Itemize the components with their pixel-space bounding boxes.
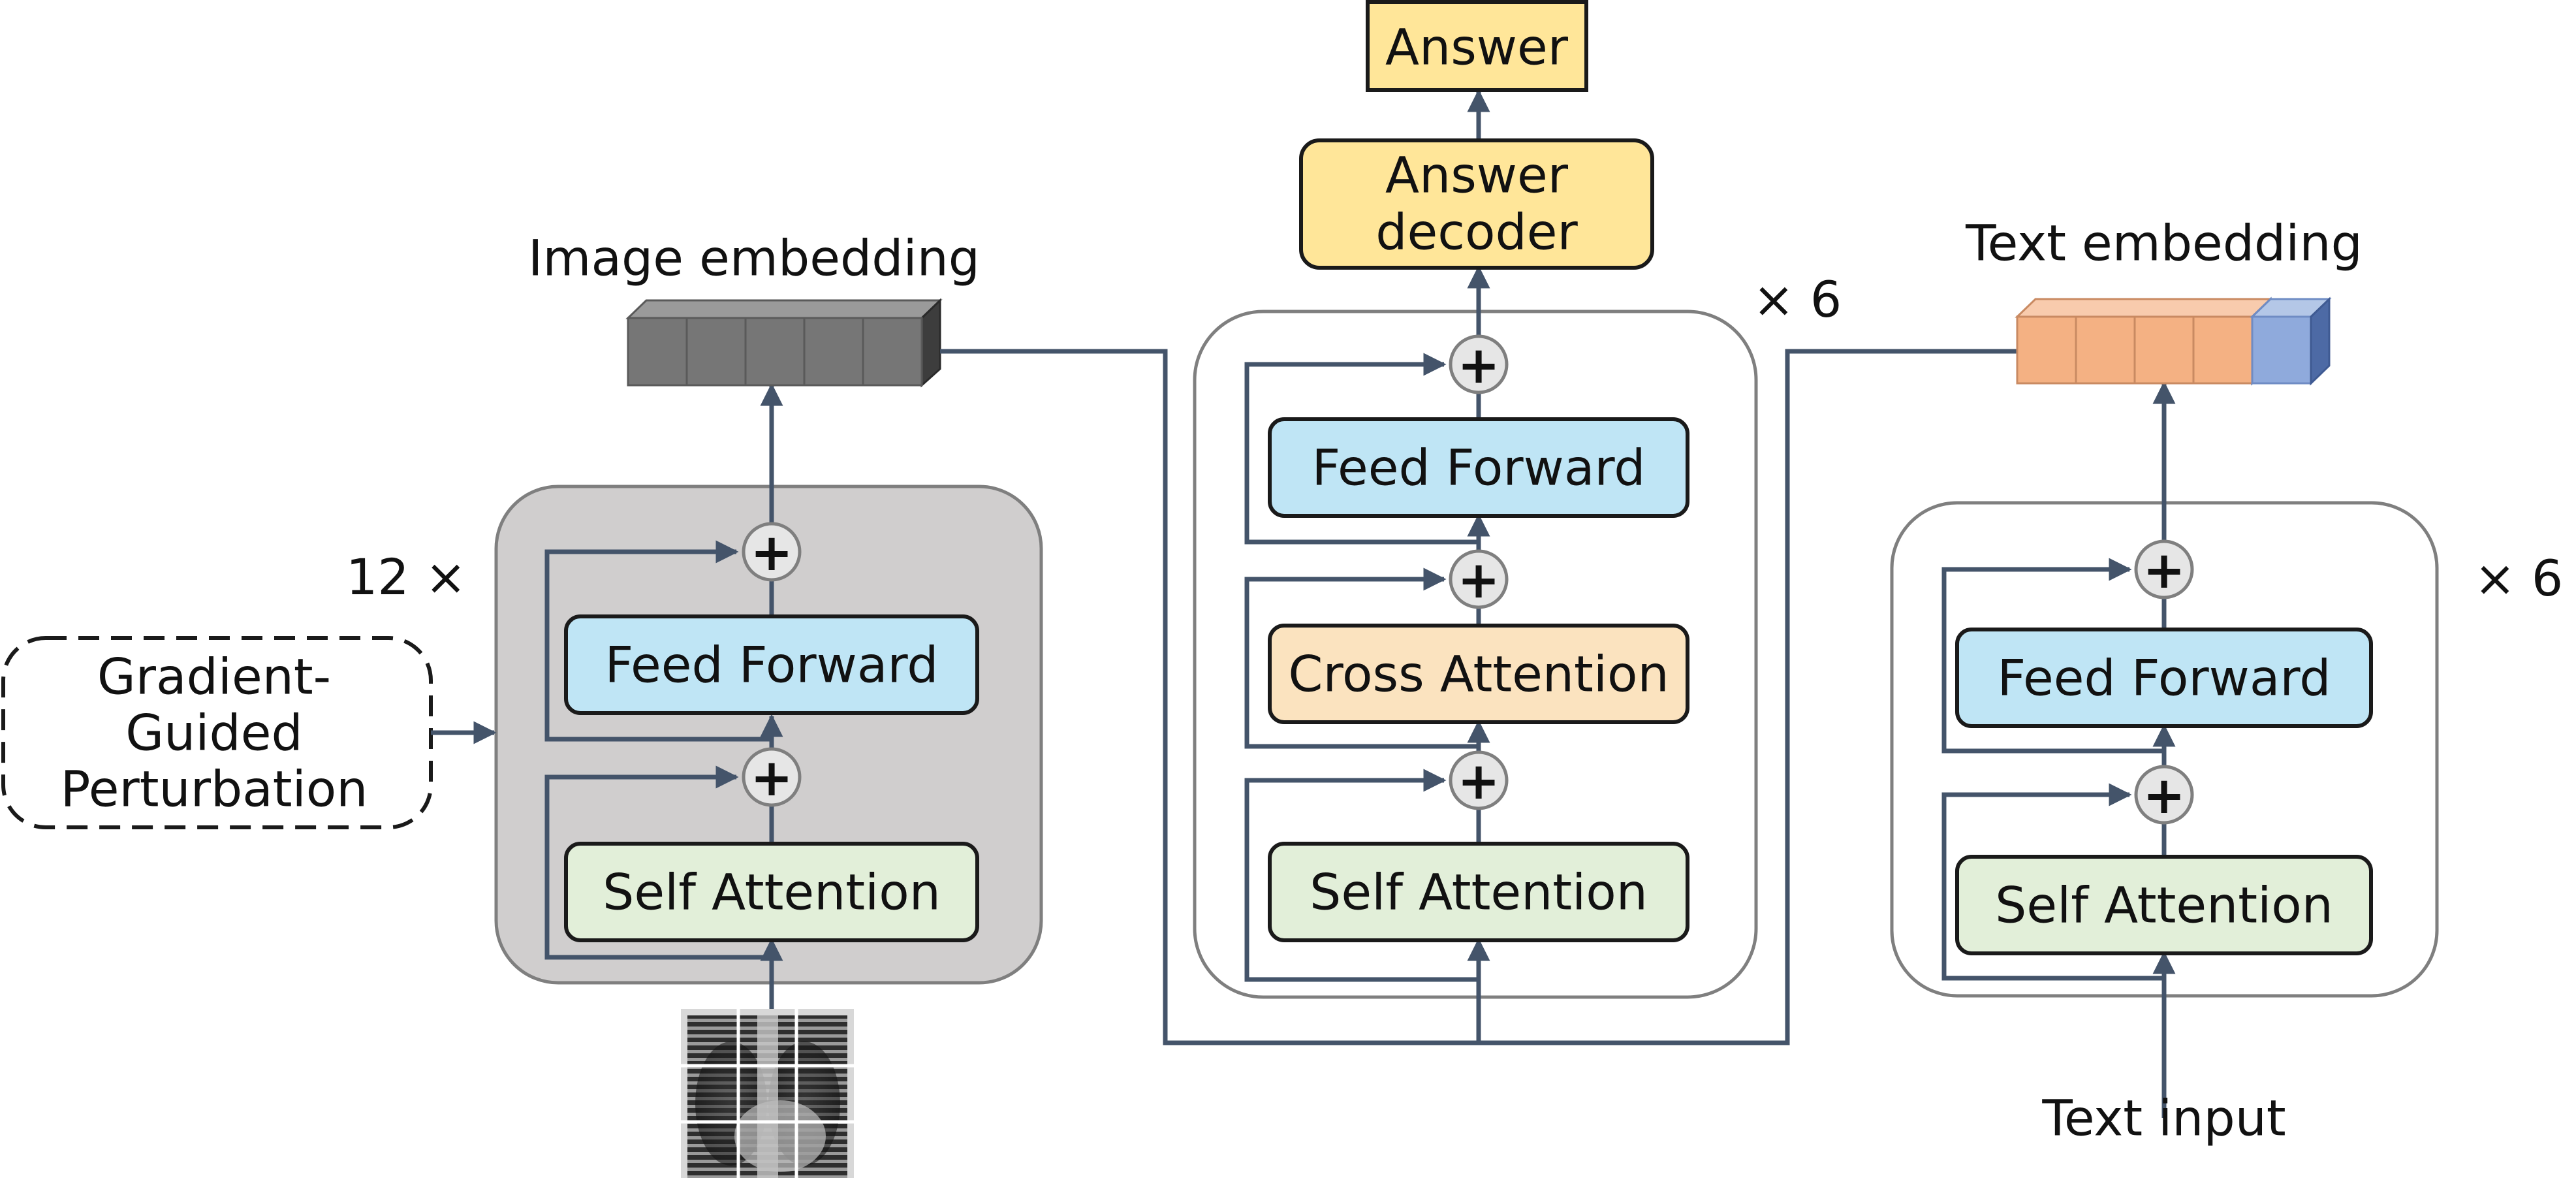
image-embedding-tokens <box>625 298 943 388</box>
image-add-node-2 <box>742 522 802 582</box>
text-embedding-label: Text embedding <box>1965 214 2363 272</box>
fusion-module: × 6 Self Attention Cross Attention Feed … <box>940 0 2017 1045</box>
fusion-self-attention-label: Self Attention <box>1310 863 1648 921</box>
image-add-node-1 <box>742 747 802 807</box>
text-encoder: × 6 Self Attention Feed Forward + + <box>1890 214 2563 1147</box>
text-add-node-2 <box>2134 539 2194 599</box>
text-feed-forward-box <box>1955 628 2373 728</box>
text-special-token <box>2250 296 2332 386</box>
text-self-attention-box <box>1955 855 2373 955</box>
image-feed-forward-label: Feed Forward <box>605 636 938 694</box>
text-feed-forward-label: Feed Forward <box>1997 649 2331 707</box>
text-self-attention-label: Self Attention <box>1995 876 2333 934</box>
answer-decoder-label-line-2: decoder <box>1375 203 1578 261</box>
text-residual-lines <box>1941 381 2176 1118</box>
fusion-lines <box>940 89 2017 1045</box>
text-add-node-1-symbol: + <box>2143 767 2185 825</box>
image-self-attention-box <box>564 842 979 942</box>
text-embedding-tokens <box>2015 296 2273 386</box>
chest-xray-image <box>681 1009 854 1178</box>
fusion-feed-forward-label: Feed Forward <box>1312 439 1645 497</box>
image-add-node-1-symbol: + <box>750 749 793 808</box>
image-embedding-label: Image embedding <box>528 229 980 287</box>
perturbation-label-line-1: Gradient- <box>97 648 331 706</box>
fusion-add-node-1 <box>1449 750 1509 810</box>
text-encoder-repeat-label: × 6 <box>2474 549 2563 607</box>
fusion-add-node-2-symbol: + <box>1457 551 1500 610</box>
fusion-repeat-label: × 6 <box>1753 270 1842 328</box>
image-self-attention-label: Self Attention <box>603 863 941 921</box>
fusion-add-node-1-symbol: + <box>1457 752 1500 811</box>
image-add-node-2-symbol: + <box>750 524 793 582</box>
image-feed-forward-box <box>564 614 979 715</box>
answer-box <box>1366 0 1588 92</box>
answer-decoder-box <box>1299 138 1654 270</box>
fusion-add-node-3 <box>1449 334 1509 394</box>
image-encoder-repeat-label: 12 × <box>346 548 467 606</box>
image-residual-lines <box>544 383 783 1009</box>
fusion-cross-attention-box <box>1268 624 1689 724</box>
fusion-self-attention-box <box>1268 842 1689 942</box>
text-input-label: Text input <box>2041 1089 2285 1147</box>
fusion-add-node-3-symbol: + <box>1457 336 1500 395</box>
image-encoder: 12 × Self Attention Feed Forward + + <box>1 229 1043 1178</box>
perturbation-label-line-3: Perturbation <box>61 760 368 818</box>
text-add-node-2-symbol: + <box>2143 541 2185 600</box>
fusion-cross-attention-label: Cross Attention <box>1288 645 1669 703</box>
perturbation-label-line-2: Guided <box>125 704 302 762</box>
text-add-node-1 <box>2134 765 2194 825</box>
answer-decoder-label-line-1: Answer <box>1385 146 1569 204</box>
answer-label: Answer <box>1385 18 1569 76</box>
fusion-feed-forward-box <box>1268 417 1689 518</box>
fusion-add-node-2 <box>1449 549 1509 609</box>
